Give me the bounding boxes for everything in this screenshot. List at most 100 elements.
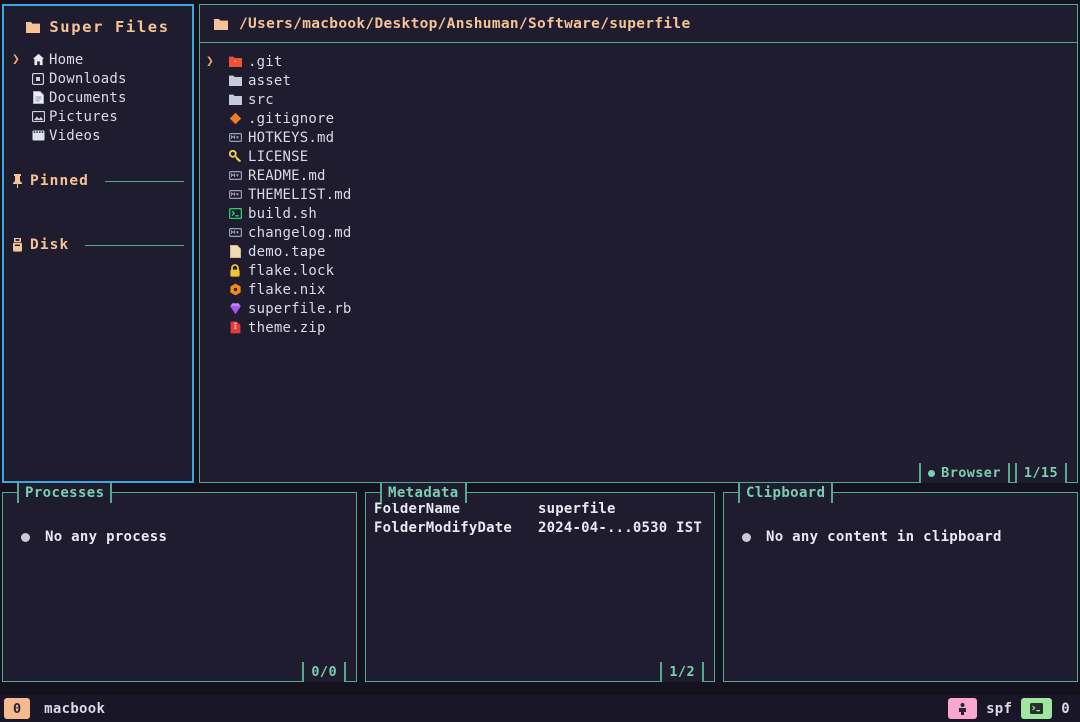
file-name: src (248, 91, 274, 108)
file-row[interactable]: asset (200, 71, 1077, 90)
key-icon (222, 150, 248, 163)
status-bar: 0 macbook spf 0 (0, 695, 1080, 722)
sidebar-item-label: Documents (49, 89, 127, 106)
browser-mode-tag[interactable]: Browser (919, 463, 1010, 483)
bullet-icon (21, 532, 30, 542)
browser-mode-label: Browser (941, 465, 1001, 481)
markdown-icon (222, 228, 248, 237)
metadata-row: FolderModifyDate 2024-04-...0530 IST (374, 520, 714, 539)
status-app-name: spf (986, 700, 1013, 717)
app-title-label: Super Files (49, 18, 170, 36)
sidebar-section-pinned[interactable]: Pinned (4, 173, 192, 189)
file-row[interactable]: build.sh (200, 204, 1077, 223)
metadata-key: FolderModifyDate (374, 520, 513, 536)
chevron-right-icon: ❯ (206, 54, 215, 69)
file-row[interactable]: HOTKEYS.md (200, 128, 1077, 147)
metadata-value: superfile (538, 501, 616, 517)
clipboard-title: Clipboard (738, 483, 834, 503)
user-icon (948, 698, 978, 719)
chevron-right-icon: ❯ (12, 52, 21, 67)
gitignore-icon (222, 112, 248, 125)
file-row[interactable]: LICENSE (200, 147, 1077, 166)
sidebar-item-documents[interactable]: Documents (4, 88, 192, 107)
sidebar-item-home[interactable]: ❯ Home (4, 50, 192, 69)
file-name: superfile.rb (248, 300, 352, 317)
status-hostname: macbook (44, 700, 106, 717)
sidebar-item-label: Videos (49, 127, 101, 144)
file-name: README.md (248, 167, 326, 184)
file-row[interactable]: ❯ .git (200, 52, 1077, 71)
home-icon (27, 53, 49, 66)
file-list: ❯ .git asset src (200, 43, 1077, 337)
status-bar-left: 0 macbook (0, 698, 105, 719)
disk-icon (12, 238, 23, 252)
browser-panel[interactable]: /Users/macbook/Desktop/Anshuman/Software… (199, 4, 1078, 483)
video-icon (27, 130, 49, 141)
sidebar-list: ❯ Home Downloads Documents (4, 50, 192, 145)
sidebar-item-pictures[interactable]: Pictures (4, 107, 192, 126)
ruby-icon (222, 302, 248, 315)
file-name: LICENSE (248, 148, 309, 165)
metadata-page-count: 1/2 (660, 662, 704, 682)
divider (104, 180, 184, 182)
breadcrumb[interactable]: /Users/macbook/Desktop/Anshuman/Software… (200, 5, 1077, 43)
metadata-rows: FolderName superfile FolderModifyDate 20… (366, 493, 714, 539)
status-left-badge-label: 0 (13, 700, 22, 717)
folder-icon (214, 18, 228, 30)
file-name: THEMELIST.md (248, 186, 352, 203)
status-dot-icon (928, 469, 936, 477)
metadata-panel[interactable]: Metadata FolderName superfile FolderModi… (365, 483, 715, 682)
clipboard-panel[interactable]: Clipboard No any content in clipboard (723, 483, 1078, 682)
file-icon (222, 245, 248, 258)
status-right-count: 0 (1061, 700, 1070, 717)
file-name: .git (248, 53, 283, 70)
file-name: .gitignore (248, 110, 335, 127)
file-row[interactable]: superfile.rb (200, 299, 1077, 318)
clipboard-empty-state: No any content in clipboard (724, 529, 1077, 545)
file-row[interactable]: src (200, 90, 1077, 109)
metadata-row: FolderName superfile (374, 501, 714, 520)
document-icon (27, 91, 49, 104)
download-icon (27, 72, 49, 85)
status-bar-right: spf 0 (948, 698, 1080, 719)
file-row[interactable]: flake.nix (200, 280, 1077, 299)
processes-page-count-label: 0/0 (311, 664, 337, 680)
file-row[interactable]: README.md (200, 166, 1077, 185)
clipboard-empty-label: No any content in clipboard (766, 529, 1002, 545)
sidebar-panel[interactable]: Super Files ❯ Home Downloads (2, 4, 194, 483)
processes-title: Processes (17, 483, 113, 503)
sidebar-item-label: Downloads (49, 70, 127, 87)
pin-icon (12, 174, 23, 188)
file-row[interactable]: THEMELIST.md (200, 185, 1077, 204)
file-name: changelog.md (248, 224, 352, 241)
file-name: HOTKEYS.md (248, 129, 335, 146)
markdown-icon (222, 171, 248, 180)
file-row[interactable]: theme.zip (200, 318, 1077, 337)
metadata-page-count-label: 1/2 (669, 664, 695, 680)
sidebar-item-videos[interactable]: Videos (4, 126, 192, 145)
bullet-icon (742, 532, 751, 542)
zip-icon (222, 321, 248, 334)
lock-icon (222, 264, 248, 277)
metadata-value: 2024-04-...0530 IST (538, 520, 702, 536)
sidebar-section-disk[interactable]: Disk (4, 237, 192, 253)
browser-page-count-label: 1/15 (1023, 465, 1058, 481)
file-row[interactable]: .gitignore (200, 109, 1077, 128)
file-name: demo.tape (248, 243, 326, 260)
file-row[interactable]: changelog.md (200, 223, 1077, 242)
file-row[interactable]: demo.tape (200, 242, 1077, 261)
processes-page-count: 0/0 (302, 662, 346, 682)
nix-icon (222, 283, 248, 296)
sidebar-item-downloads[interactable]: Downloads (4, 69, 192, 88)
file-row[interactable]: flake.lock (200, 261, 1077, 280)
browser-footer: Browser 1/15 (914, 463, 1067, 483)
sidebar-section-label: Pinned (30, 173, 89, 189)
divider (85, 244, 184, 246)
image-icon (27, 111, 49, 122)
file-name: build.sh (248, 205, 318, 222)
processes-panel[interactable]: Processes No any process 0/0 (2, 483, 357, 682)
status-left-badge: 0 (4, 698, 31, 719)
processes-footer: 0/0 (297, 662, 346, 682)
folder-icon (26, 21, 41, 33)
